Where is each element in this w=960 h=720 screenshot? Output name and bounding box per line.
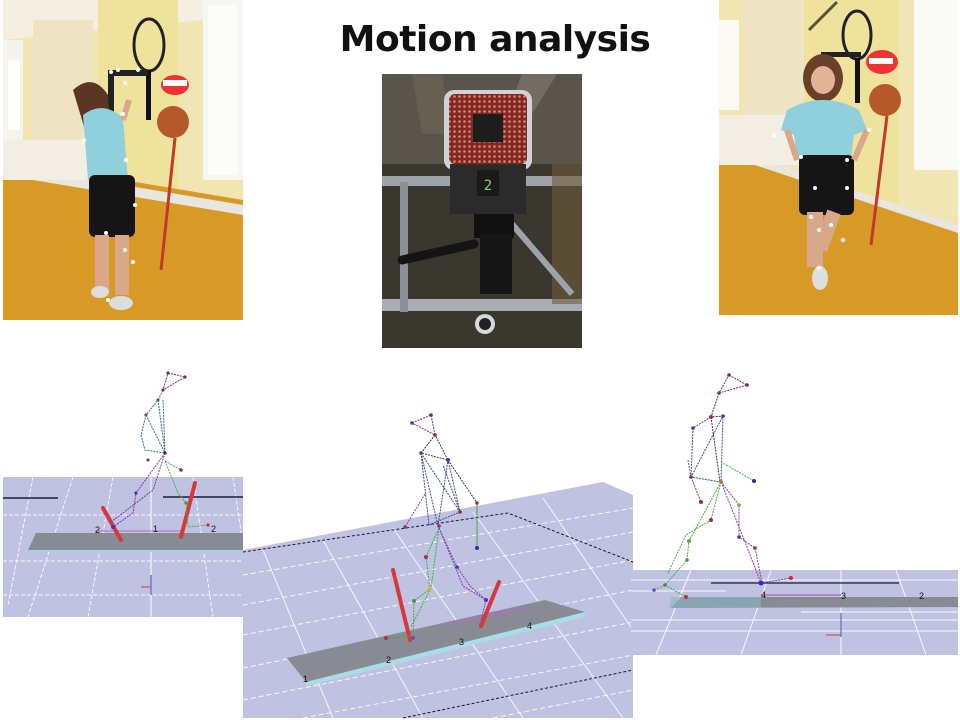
skeleton-view-left: 2 1 2 — [3, 365, 244, 618]
plate-label: 1 — [303, 674, 308, 684]
slide-title: Motion analysis — [339, 19, 651, 60]
plate-label: 3 — [841, 591, 846, 601]
plate-label: 4 — [527, 621, 532, 631]
subject-photo-back — [3, 0, 243, 320]
plate-label: 2 — [95, 525, 100, 535]
plate-label: 2 — [386, 655, 391, 665]
skeleton-view-center: 1 2 3 4 — [242, 400, 634, 719]
plate-label: 2 — [919, 591, 924, 601]
plate-label: 3 — [459, 637, 464, 647]
camera-digit: 2 — [484, 178, 492, 194]
plate-label: 4 — [761, 590, 766, 600]
plate-label: 2 — [211, 524, 216, 534]
subject-photo-front — [719, 0, 958, 315]
skeleton-view-right: 4 3 2 — [631, 365, 958, 656]
infrared-camera-photo: 2 — [382, 74, 582, 348]
plate-label: 1 — [153, 524, 158, 534]
